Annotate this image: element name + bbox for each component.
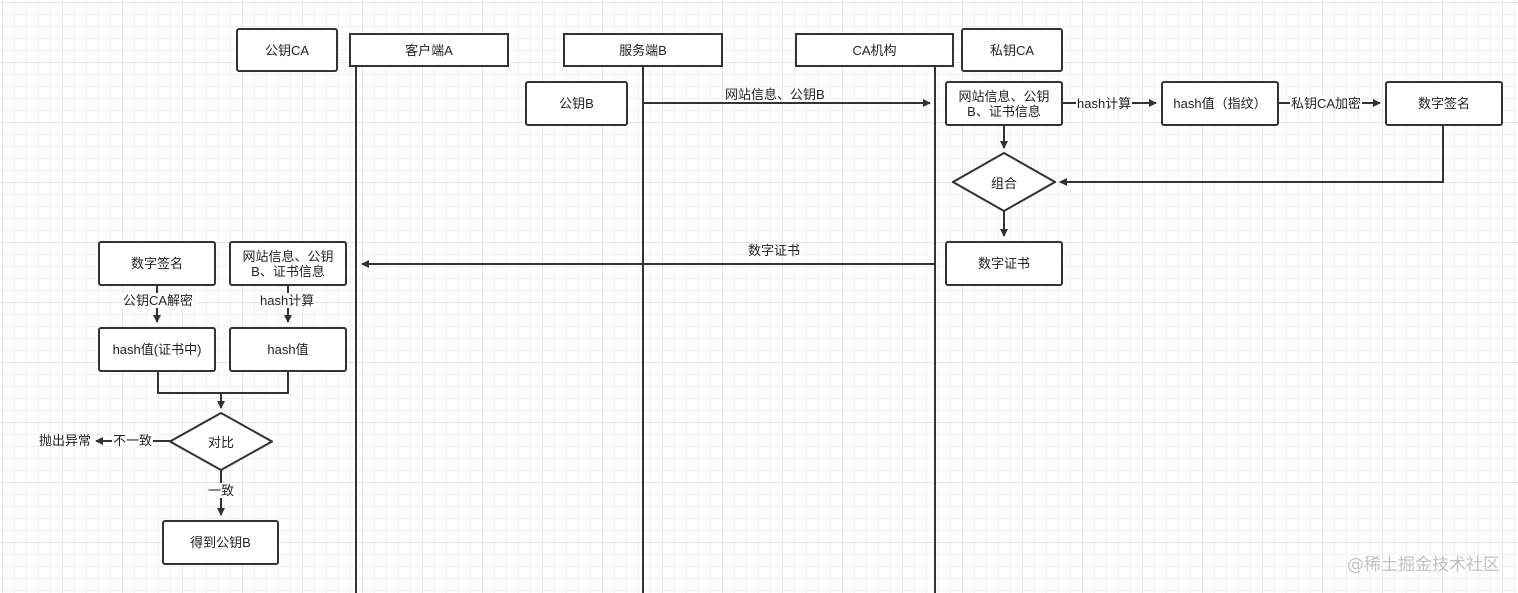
node-public-key-b[interactable]: 公钥B — [525, 81, 628, 126]
node-site-info-ca[interactable]: 网站信息、公钥B、证书信息 — [945, 81, 1063, 126]
label-private-key-encrypt: 私钥CA加密 — [1290, 96, 1363, 111]
node-hash-computed[interactable]: hash值 — [229, 327, 347, 372]
node-combine[interactable]: 组合 — [952, 152, 1056, 212]
edge-hash-computed-to-compare — [221, 371, 289, 394]
label-hash-calc-client: hash计算 — [259, 293, 316, 308]
node-hash-fingerprint[interactable]: hash值（指纹） — [1161, 81, 1279, 126]
node-compare[interactable]: 对比 — [169, 412, 273, 471]
node-digital-signature-ca[interactable]: 数字签名 — [1385, 81, 1503, 126]
label-send-cert: 数字证书 — [748, 243, 801, 258]
label-mismatch: 不一致 — [112, 433, 154, 448]
node-site-info-client[interactable]: 网站信息、公钥B、证书信息 — [229, 241, 347, 286]
node-private-key-ca[interactable]: 私钥CA — [961, 28, 1063, 72]
node-got-public-key-b[interactable]: 得到公钥B — [162, 520, 279, 565]
node-hash-in-cert[interactable]: hash值(证书中) — [98, 327, 216, 372]
label-send-site-info: 网站信息、公钥B — [725, 87, 825, 102]
label-hash-calc-ca: hash计算 — [1076, 96, 1133, 111]
edge-signature-to-combine — [1059, 125, 1444, 186]
combine-diamond-shape — [952, 152, 1056, 212]
watermark: @稀土掘金技术社区 — [1347, 555, 1500, 575]
label-match: 一致 — [207, 483, 236, 498]
edge-hash-cert-to-compare — [157, 371, 221, 394]
lane-client-header[interactable]: 客户端A — [349, 33, 509, 67]
combine-label: 组合 — [990, 175, 1017, 191]
lane-ca-header[interactable]: CA机构 — [795, 33, 954, 67]
node-throw-exception[interactable]: 抛出异常 — [39, 433, 92, 448]
node-public-key-ca[interactable]: 公钥CA — [236, 28, 338, 72]
compare-diamond-shape — [169, 412, 273, 471]
compare-label: 对比 — [207, 435, 234, 450]
lane-server-header[interactable]: 服务端B — [563, 33, 723, 67]
node-digital-cert-ca[interactable]: 数字证书 — [945, 241, 1063, 286]
node-digital-signature-client[interactable]: 数字签名 — [98, 241, 216, 286]
label-public-key-decrypt: 公钥CA解密 — [122, 293, 195, 308]
